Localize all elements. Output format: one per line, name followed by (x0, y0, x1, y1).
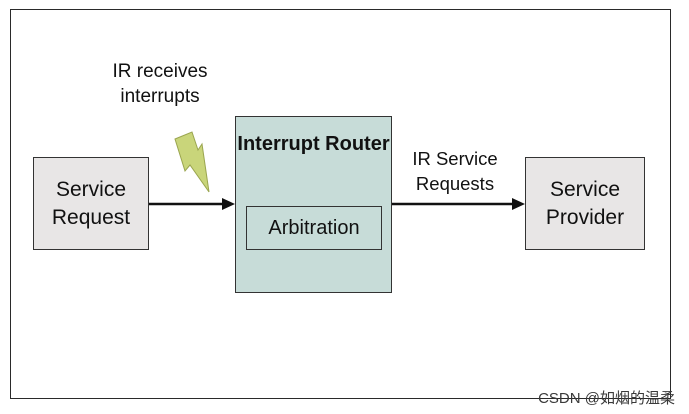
arrow-request-to-router (149, 198, 235, 210)
arbitration-box: Arbitration (246, 206, 382, 250)
arrow-router-to-provider (392, 198, 525, 210)
service-provider-box: Service Provider (525, 157, 645, 250)
service-request-label: Service Request (51, 177, 131, 229)
ir-receives-interrupts-label: IR receives interrupts (112, 61, 208, 107)
service-request-box: Service Request (33, 157, 149, 250)
interrupt-router-box: Interrupt Router (235, 116, 392, 293)
service-provider-label: Service Provider (545, 177, 625, 229)
interrupt-router-title: Interrupt Router (237, 133, 390, 155)
csdn-watermark: CSDN @如烟的温柔 (538, 390, 675, 407)
lightning-icon (174, 131, 210, 193)
ir-service-requests-label: IR Service Requests (412, 148, 498, 194)
arbitration-label: Arbitration (268, 216, 360, 239)
